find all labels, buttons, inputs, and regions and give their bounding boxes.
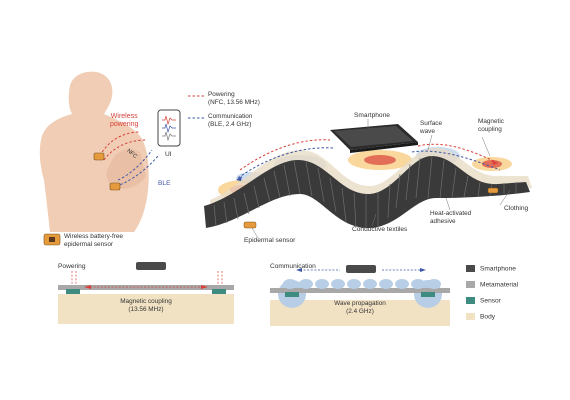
epidermal-device-chest xyxy=(93,152,105,161)
smartphone-device xyxy=(330,124,418,153)
legend-swatch-body xyxy=(466,313,475,320)
communication-path-left-2 xyxy=(115,155,159,187)
textile-segments xyxy=(213,155,517,228)
legend-swatch-sensor xyxy=(466,297,475,304)
powering-arrowhead-left xyxy=(84,285,91,289)
conductive-textiles-label: Conductive textiles xyxy=(352,226,408,233)
comm-arrowhead-right xyxy=(420,268,426,272)
powering-path-left-2 xyxy=(103,139,147,161)
phone-signal-1 xyxy=(162,115,176,126)
magnetic-coupling-label: Magnetic coupling xyxy=(478,118,504,133)
communication-path-left xyxy=(117,149,153,181)
comm-smartphone xyxy=(346,265,376,273)
wireless-powering-label: Wireless powering xyxy=(110,113,139,128)
legend-sensor: Sensor xyxy=(466,297,501,307)
smartphone-label: Smartphone xyxy=(354,112,390,119)
heat-activated-adhesive-label: Heat-activated adhesive xyxy=(430,210,472,225)
powering-legend-label: Powering (NFC, 13.56 MHz) xyxy=(208,91,260,106)
sensor-caption: Wireless battery-free epidermal sensor xyxy=(64,233,123,248)
human-arm xyxy=(106,149,146,189)
human-torso xyxy=(39,71,149,233)
powering-body xyxy=(58,294,234,324)
phone-signal-3 xyxy=(162,131,176,142)
epidermal-sensor-right xyxy=(487,187,499,194)
comm-sensor-right xyxy=(421,292,435,297)
comm-metamaterial xyxy=(270,288,450,293)
phone-signal-2 xyxy=(162,123,176,134)
legend-metamaterial: Metamaterial xyxy=(466,281,518,291)
legend-swatch-smartphone xyxy=(466,265,475,272)
powering-metamaterial xyxy=(58,285,234,290)
legend-smartphone: Smartphone xyxy=(466,265,516,275)
powering-arrow-2 xyxy=(417,143,497,163)
powering-caption: Magnetic coupling (13.56 MHz) xyxy=(120,298,172,313)
communication-caption: Wave propagation (2.4 GHz) xyxy=(334,300,386,315)
arrowhead-red-right xyxy=(492,160,498,165)
surface-wave-label: Surface wave xyxy=(420,120,443,135)
sensor-caption-chip xyxy=(49,237,55,242)
communication-arrow-2 xyxy=(411,150,501,171)
ble-label: BLE xyxy=(158,180,171,187)
epidermal-device-arm xyxy=(109,182,121,191)
legend-body: Body xyxy=(466,313,495,323)
ui-label: UI xyxy=(165,151,172,158)
arrowhead-blue-left xyxy=(236,176,242,181)
epidermal-sensor-left xyxy=(243,221,257,229)
comm-wave-bumps xyxy=(283,279,441,289)
comm-arrowhead-left xyxy=(296,268,302,272)
powering-sensor-right xyxy=(212,289,226,294)
powering-sensor-left xyxy=(66,289,80,294)
comm-sensor-left xyxy=(285,292,299,297)
clothing-label: Clothing xyxy=(504,205,529,212)
communication-title: Communication xyxy=(270,263,316,270)
powering-arrowhead-right xyxy=(201,285,208,289)
glow-right-core xyxy=(482,160,502,168)
powering-smartphone xyxy=(136,262,166,270)
communication-arrow-1 xyxy=(237,147,335,179)
communication-legend-label: Communication (BLE, 2.4 GHz) xyxy=(208,113,253,128)
legend-swatch-metamaterial xyxy=(466,281,475,288)
label-leaders xyxy=(251,119,511,239)
powering-arrow-1 xyxy=(239,139,331,171)
powering-title: Powering xyxy=(58,263,86,270)
powering-field-lines xyxy=(71,271,223,288)
glow-mid-core xyxy=(364,155,396,165)
epidermal-sensor-label: Epidermal sensor xyxy=(244,237,296,244)
